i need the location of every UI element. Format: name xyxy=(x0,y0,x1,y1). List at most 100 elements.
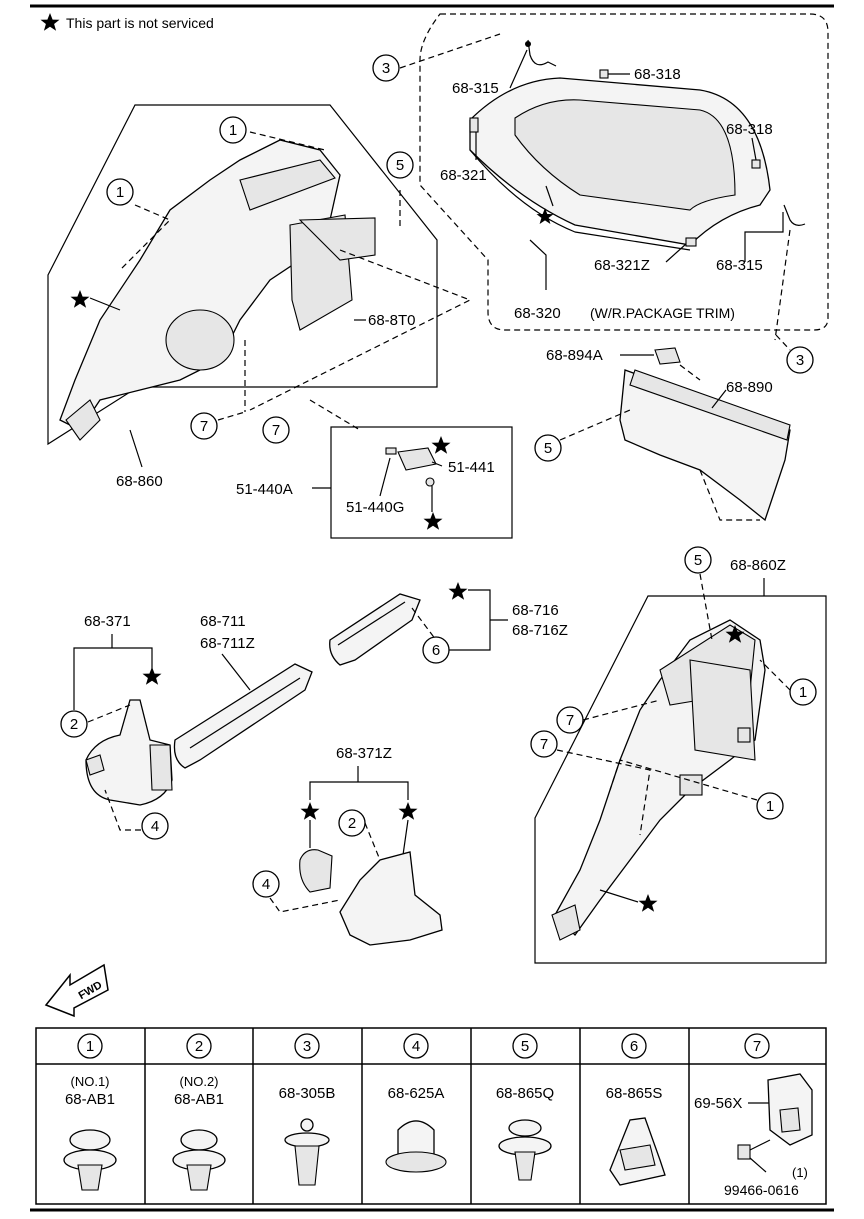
label-68-321Z: 68-321Z xyxy=(594,257,650,274)
svg-text:6: 6 xyxy=(432,642,440,659)
callout-1-b xyxy=(106,178,134,206)
svg-text:2: 2 xyxy=(70,716,78,733)
label-68-320: 68-320 xyxy=(514,305,561,322)
callout-6 xyxy=(422,636,450,664)
svg-text:2: 2 xyxy=(348,815,356,832)
callout-7-b xyxy=(262,416,290,444)
star-icon xyxy=(423,512,443,530)
star-icon xyxy=(398,802,418,820)
star-icon xyxy=(142,667,162,685)
trim-68-371-group: 68-371 2 4 xyxy=(60,613,173,840)
cell-4-part: 68-625A xyxy=(388,1085,445,1102)
label-68-315-b: 68-315 xyxy=(716,257,763,274)
label-68-318-b: 68-318 xyxy=(726,121,773,138)
label-68-711Z: 68-711Z xyxy=(200,635,255,652)
screw-icon xyxy=(737,1139,771,1160)
striker-box xyxy=(330,426,513,539)
trunk-end-trim-68-890 xyxy=(619,369,791,522)
part-51-440G xyxy=(385,447,397,455)
callout-4-b xyxy=(252,870,280,898)
package-tray-speaker-opening xyxy=(514,99,736,211)
push-rivet-icon xyxy=(284,1118,330,1186)
callout-1-d xyxy=(756,792,784,820)
cell-7-extra-part: 99466-0616 xyxy=(724,1182,799,1198)
label-68-371: 68-371 xyxy=(84,613,131,630)
svg-text:5: 5 xyxy=(544,440,552,457)
quarter-trim-panel-68-860 xyxy=(59,139,341,431)
label-68-371Z: 68-371Z xyxy=(336,745,392,762)
left-quarter-trim-group: 1 1 5 7 7 68-8T0 68-860 xyxy=(47,104,472,490)
scuff-plate-68-716-group: 6 68-716 68-716Z xyxy=(329,582,568,666)
label-68-860: 68-860 xyxy=(116,473,163,490)
package-tray-edge xyxy=(469,149,691,251)
legend-text: This part is not serviced xyxy=(66,15,214,31)
clip-68-318-b xyxy=(751,159,761,169)
right-quarter-trim-group: 68-860Z 5 1 1 7 7 xyxy=(530,546,827,964)
svg-text:7: 7 xyxy=(566,712,574,729)
trim-part-68-371Z xyxy=(339,851,443,946)
cell-6-part: 68-865S xyxy=(606,1085,663,1102)
lower-tab xyxy=(65,399,101,441)
svg-text:7: 7 xyxy=(753,1038,761,1055)
cover-68-321Z xyxy=(685,237,697,247)
callout-2-a xyxy=(60,710,88,738)
wire-68-315-a xyxy=(527,39,557,67)
grommet-icon xyxy=(385,1120,447,1173)
cell-1-part: 68-AB1 xyxy=(65,1091,115,1108)
striker-bolt xyxy=(425,477,435,487)
callout-1-c xyxy=(789,678,817,706)
svg-text:7: 7 xyxy=(540,736,548,753)
scuff-plate-68-711 xyxy=(173,663,313,769)
trim-68-371Z-group: 68-371Z 2 4 xyxy=(252,745,443,946)
svg-text:3: 3 xyxy=(796,352,804,369)
star-icon xyxy=(70,290,90,308)
callout-4-a xyxy=(141,812,169,840)
right-trim-boundary xyxy=(534,595,827,964)
table-header-7 xyxy=(744,1033,770,1059)
svg-text:2: 2 xyxy=(195,1038,203,1055)
cell-3-part: 68-305B xyxy=(279,1085,336,1102)
star-icon xyxy=(448,582,468,600)
star-icon xyxy=(725,625,745,643)
svg-text:3: 3 xyxy=(303,1038,311,1055)
label-68-860Z: 68-860Z xyxy=(730,557,786,574)
callout-3-b xyxy=(786,346,814,374)
svg-text:1: 1 xyxy=(229,122,237,139)
callout-1-a xyxy=(219,116,247,144)
part-68-894A xyxy=(654,347,681,365)
star-icon xyxy=(536,208,554,224)
clip-no1-icon xyxy=(63,1129,117,1191)
star-icon xyxy=(300,802,320,820)
trunk-end-trim-top-ridge xyxy=(629,369,791,441)
connector-dot xyxy=(525,41,531,47)
cell-2-part: 68-AB1 xyxy=(174,1091,224,1108)
small-vent xyxy=(737,727,751,743)
svg-text:1: 1 xyxy=(799,684,807,701)
label-package-trim-note: (W/R.PACKAGE TRIM) xyxy=(590,305,735,321)
label-68-318-a: 68-318 xyxy=(634,66,681,83)
fwd-arrow: FWD xyxy=(44,963,109,1018)
clip-no2-icon xyxy=(172,1129,226,1191)
svg-text:1: 1 xyxy=(116,184,124,201)
side-pocket-panel xyxy=(689,659,756,761)
table-header-5 xyxy=(512,1033,538,1059)
callout-5-b xyxy=(534,434,562,462)
star-icon xyxy=(40,13,60,31)
scuff-plate-68-716 xyxy=(329,593,421,666)
callout-3-top xyxy=(372,54,400,82)
trunk-end-trim-group: 5 68-894A 68-890 3 xyxy=(534,229,814,522)
table-header-1 xyxy=(77,1033,103,1059)
svg-text:4: 4 xyxy=(151,818,159,835)
clip-68-865S-icon xyxy=(609,1117,666,1186)
lower-end-tab xyxy=(551,904,581,941)
scuff-plate-68-711-group: 68-711 68-711Z xyxy=(173,613,313,769)
clip-68-865Q-icon xyxy=(498,1119,552,1181)
table-header-3 xyxy=(294,1033,320,1059)
svg-text:1: 1 xyxy=(86,1038,94,1055)
svg-text:3: 3 xyxy=(382,60,390,77)
fwd-arrow-icon xyxy=(44,963,109,1018)
left-trim-boundary xyxy=(47,104,438,446)
cover-part-68-371Z xyxy=(299,849,333,893)
